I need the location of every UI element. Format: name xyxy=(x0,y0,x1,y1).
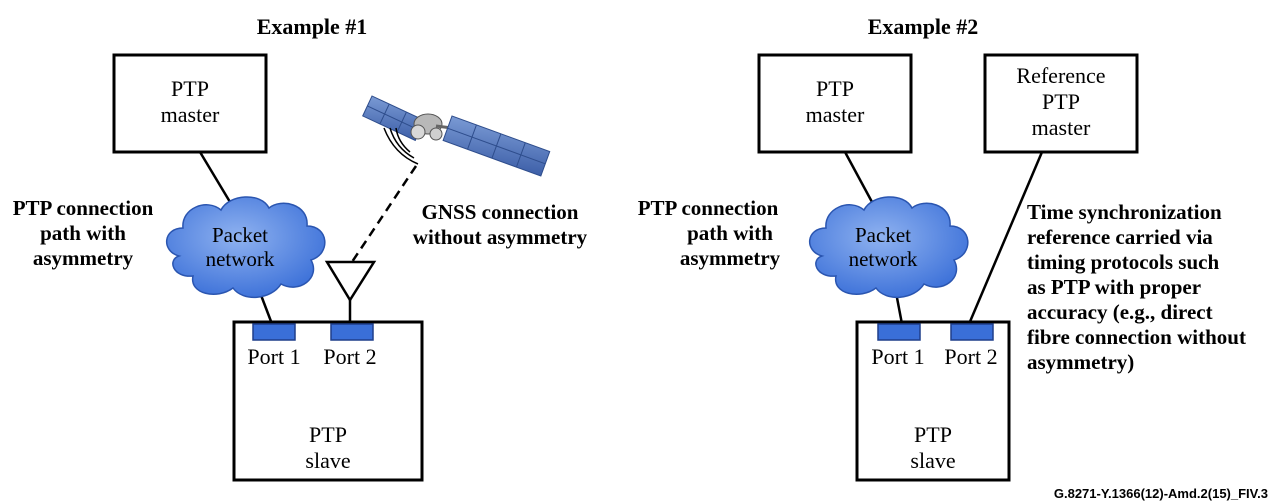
example1-port1-label: Port 1 xyxy=(247,344,300,369)
time-sync-label-line5: accuracy (e.g., direct xyxy=(1027,300,1213,324)
example1-slave-line2: slave xyxy=(305,448,350,473)
example1-connection-label-line2: path with xyxy=(40,221,126,245)
time-sync-label-line7: asymmetry) xyxy=(1027,350,1134,374)
example1-port2-label: Port 2 xyxy=(323,344,376,369)
time-sync-label-line4: as PTP with proper xyxy=(1027,275,1201,299)
gnss-dashed-line xyxy=(350,165,418,263)
example2-master-line1: PTP xyxy=(816,76,854,101)
time-sync-label-line2: reference carried via xyxy=(1027,225,1213,249)
reference-ptp-master-box xyxy=(983,53,1139,154)
figure-reference-id: G.8271-Y.1366(12)-Amd.2(15)_FIV.3 xyxy=(1054,486,1268,501)
example1-cloud-line2: network xyxy=(206,247,275,271)
example1-master-line1: PTP xyxy=(171,76,209,101)
example2-cloud-line2: network xyxy=(849,247,918,271)
ref-master-line1: Reference xyxy=(1016,63,1105,88)
example2-master-line2: master xyxy=(806,102,865,127)
example2-port1-connector xyxy=(877,323,921,341)
example2-port2-label: Port 2 xyxy=(944,344,997,369)
example2-ptp-master-box xyxy=(757,53,913,154)
ref-master-line2: PTP xyxy=(1042,89,1080,114)
example1-connection-label-line1: PTP connection xyxy=(13,196,154,220)
example2-title: Example #2 xyxy=(868,14,979,39)
example1-ptp-master-box xyxy=(112,53,268,154)
time-sync-label-line3: timing protocols such xyxy=(1027,250,1219,274)
example2-slave-line2: slave xyxy=(910,448,955,473)
example1-title: Example #1 xyxy=(257,14,368,39)
example2-connection-label-line3: asymmetry xyxy=(680,246,781,270)
time-sync-label-line1: Time synchronization xyxy=(1027,200,1222,224)
example1-port2-connector xyxy=(330,323,374,341)
example2-slave-line1: PTP xyxy=(914,422,952,447)
ref-master-line3: master xyxy=(1032,115,1091,140)
gnss-label-line1: GNSS connection xyxy=(422,200,579,224)
example1-port1-connector xyxy=(252,323,296,341)
reference-to-port2-line xyxy=(967,151,1044,325)
example2-ptp-slave-box xyxy=(855,320,1011,482)
example1-master-to-cloud-line xyxy=(198,151,232,203)
example1-slave-line1: PTP xyxy=(309,422,347,447)
example2-connection-label-line1: PTP connection xyxy=(638,196,779,220)
example1-connection-label-line3: asymmetry xyxy=(33,246,134,270)
example1-master-line2: master xyxy=(161,102,220,127)
satellite-icon xyxy=(362,95,551,177)
example2-port2-connector xyxy=(950,323,994,341)
example2-port1-label: Port 1 xyxy=(871,344,924,369)
example2-cloud-line1: Packet xyxy=(855,223,911,247)
example1-ptp-slave-box xyxy=(232,320,424,482)
antenna-icon xyxy=(324,260,377,324)
example2-connection-label-line2: path with xyxy=(687,221,773,245)
example2-master-to-cloud-line xyxy=(843,151,874,203)
time-sync-label-line6: fibre connection without xyxy=(1027,325,1246,349)
example1-cloud-line1: Packet xyxy=(212,223,268,247)
gnss-label-line2: without asymmetry xyxy=(413,225,588,249)
